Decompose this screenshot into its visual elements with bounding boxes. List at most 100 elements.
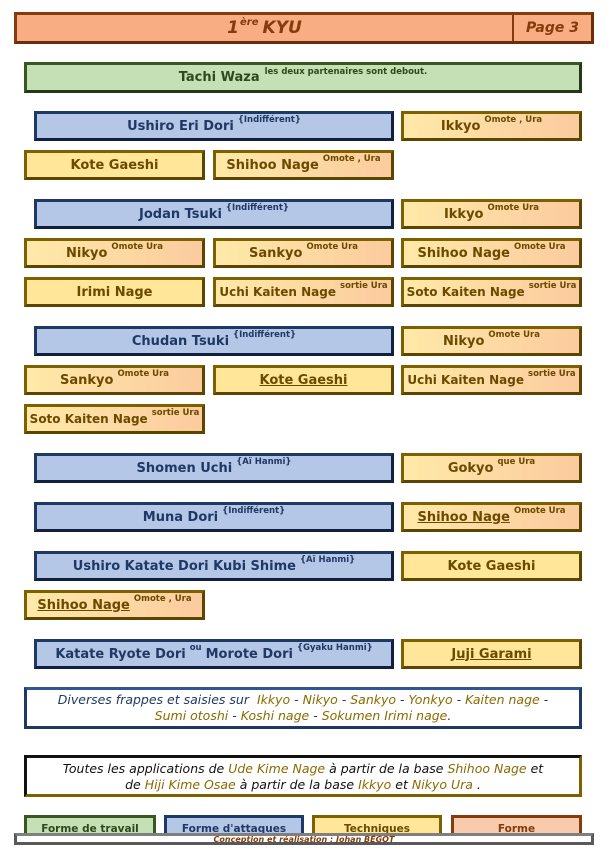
technique-label: Shihoo Nage — [226, 157, 319, 173]
technique-label: Sankyo — [249, 245, 303, 261]
note-separator: - — [232, 708, 237, 723]
attack-ushiro-eri-dori: Ushiro Eri Dori{Indifférent} — [34, 111, 394, 141]
note-separator: - — [543, 692, 549, 707]
note-line-1: Toutes les applications de Ude Kime Nage… — [27, 761, 579, 777]
note-text: . — [476, 777, 481, 792]
note-text: Toutes les applications de — [62, 761, 225, 776]
attack-ushiro-katate-dori-kubi-shime: Ushiro Katate Dori Kubi Shime{Aï Hanmi} — [34, 551, 394, 581]
note-text: de — [125, 777, 141, 792]
technique-variant: Omote , Ura — [484, 115, 543, 125]
technique-variant: Omote Ura — [111, 242, 163, 252]
technique-label: Soto Kaiten Nage — [29, 412, 148, 426]
attack-stance: {Indifférent} — [233, 330, 297, 340]
note-intro: Diverses frappes et saisies sur — [57, 692, 249, 707]
technique-kote-gaeshi: Kote Gaeshi — [24, 150, 205, 180]
attack-label: Katate Ryote Dori — [55, 646, 186, 662]
technique-label: Uchi Kaiten Nage — [407, 373, 525, 387]
section-title-text: Tachi Waza — [178, 70, 260, 85]
attack-label-alt: Morote Dori — [205, 646, 293, 662]
attack-label: Jodan Tsuki — [139, 206, 222, 222]
technique-variant: sortie Ura — [151, 408, 200, 418]
note-end: . — [447, 708, 452, 723]
technique-label: Gokyo — [447, 460, 494, 476]
technique-label: Kote Gaeshi — [70, 157, 159, 173]
technique-kote-gaeshi: Kote Gaeshi — [213, 365, 394, 395]
note-separator: - — [341, 692, 347, 707]
title-superscript: ère — [240, 16, 259, 28]
legend-label: Forme d'attaques — [181, 823, 287, 835]
note-diverse-attacks: Diverses frappes et saisies sur Ikkyo - … — [24, 687, 582, 729]
page-number: Page 3 — [526, 20, 579, 36]
attack-stance: {Indifférent} — [237, 115, 301, 125]
technique-variant: sortie Ura — [528, 281, 577, 291]
attack-stance: {Indifférent} — [225, 203, 289, 213]
attack-shomen-uchi: Shomen Uchi{Aï Hanmi} — [34, 453, 394, 483]
technique-label: Ikkyo — [443, 206, 484, 222]
technique-label: Uchi Kaiten Nage — [219, 285, 337, 299]
note-line-1: Diverses frappes et saisies sur Ikkyo - … — [27, 692, 579, 708]
note-separator: - — [456, 692, 462, 707]
technique-label: Juji Garami — [451, 646, 532, 662]
technique-label: Irimi Nage — [76, 284, 153, 300]
attack-label: Muna Dori — [142, 509, 219, 525]
note-applications: Toutes les applications de Ude Kime Nage… — [24, 755, 582, 797]
attack-label: Ushiro Eri Dori — [127, 118, 234, 134]
note-technique: Kaiten nage — [465, 692, 540, 707]
technique-variant: Omote , Ura — [133, 594, 192, 604]
technique-label: Shihoo Nage — [417, 509, 510, 525]
technique-label: Soto Kaiten Nage — [406, 285, 525, 299]
technique-label: Nikyo — [443, 333, 485, 349]
technique-kote-gaeshi: Kote Gaeshi — [401, 551, 582, 581]
technique-label: Shihoo Nage — [37, 597, 130, 613]
technique-variant: que Ura — [497, 457, 536, 467]
note-technique: Nikyo Ura — [411, 777, 473, 792]
technique-label: Nikyo — [66, 245, 108, 261]
note-technique: Yonkyo — [408, 692, 453, 707]
note-technique: Nikyo — [302, 692, 338, 707]
note-technique: Koshi nage — [240, 708, 310, 723]
technique-irimi-nage: Irimi Nage — [24, 277, 205, 307]
technique-variant: sortie Ura — [340, 281, 388, 291]
footer-text: Conception et réalisation : Johan BÉGOT — [213, 834, 395, 844]
technique-label: Shihoo Nage — [417, 245, 510, 261]
note-technique: Sumi otoshi — [154, 708, 229, 723]
technique-variant: Omote Ura — [488, 330, 540, 340]
note-text: à partir de la base — [329, 761, 444, 776]
attack-chudan-tsuki: Chudan Tsuki{Indifférent} — [34, 326, 394, 356]
attack-muna-dori: Muna Dori{Indifférent} — [34, 502, 394, 532]
technique-variant: Omote Ura — [513, 506, 566, 516]
note-text: à partir de la base — [239, 777, 355, 792]
attack-stance: {Indifférent} — [222, 506, 286, 516]
attack-label: Chudan Tsuki — [131, 333, 230, 349]
technique-variant: Omote Ura — [513, 242, 566, 252]
note-technique: Sokumen Irimi nage — [321, 708, 448, 723]
note-line-2: Sumi otoshi - Koshi nage - Sokumen Irimi… — [27, 708, 579, 724]
note-text: et — [395, 777, 408, 792]
legend-label: Forme de travail — [41, 823, 139, 835]
title-main: KYU — [262, 18, 302, 38]
technique-label: Kote Gaeshi — [259, 372, 348, 388]
attack-stance: {Aï Hanmi} — [236, 457, 292, 467]
technique-label: Sankyo — [60, 372, 114, 388]
note-line-2: de Hiji Kime Osae à partir de la base Ik… — [27, 777, 579, 793]
attack-label: Ushiro Katate Dori Kubi Shime — [72, 558, 296, 574]
technique-variant: Omote , Ura — [322, 154, 381, 164]
note-technique: Ikkyo — [256, 692, 291, 707]
title-prefix: 1 — [227, 18, 240, 38]
section-subtitle: les deux partenaires sont debout. — [264, 66, 428, 77]
note-separator: - — [294, 692, 299, 707]
